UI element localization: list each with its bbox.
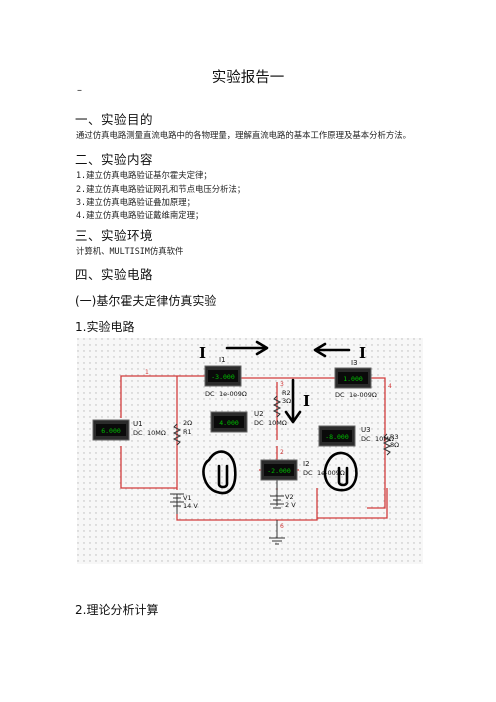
svg-text:DC: DC — [361, 435, 371, 443]
subitem-circuit: 1.实验电路 — [75, 320, 135, 334]
handwritten-label: I — [303, 392, 310, 410]
r3-label: R3 — [390, 433, 399, 441]
meter-u1: 6.000 U1 DC 10MΩ — [92, 419, 166, 441]
env-heading: 三、实验环境 — [75, 228, 154, 243]
node-label: 3 — [280, 381, 284, 388]
v1-label: V1 — [183, 494, 192, 502]
svg-text:1e-009Ω: 1e-009Ω — [219, 390, 247, 398]
svg-text:U1: U1 — [133, 420, 143, 428]
handwritten-annotations — [202, 340, 358, 495]
svg-text:6.000: 6.000 — [101, 427, 121, 435]
purpose-heading: 一、实验目的 — [75, 112, 154, 127]
svg-text:DC: DC — [133, 429, 143, 437]
svg-text:1e-009Ω: 1e-009Ω — [317, 469, 345, 477]
handwritten-label: I — [199, 344, 206, 362]
handwritten-label: I — [359, 344, 366, 362]
node-label: 4 — [388, 383, 392, 390]
dash-mark: – — [77, 85, 82, 96]
svg-text:I1: I1 — [219, 356, 226, 364]
circuit-heading: 四、实验电路 — [75, 267, 154, 282]
ground-symbol — [269, 537, 285, 545]
svg-text:I3: I3 — [351, 359, 358, 367]
subitem-analysis: 2.理论分析计算 — [75, 603, 159, 617]
content-item: 4.建立仿真电路验证戴维南定理； — [76, 210, 204, 220]
r3-value: 8Ω — [390, 441, 399, 449]
resistor-r2 — [272, 395, 282, 418]
svg-text:-8.000: -8.000 — [325, 433, 349, 441]
kirchhoff-subheading: (一)基尔霍夫定律仿真实验 — [75, 294, 217, 308]
v2-value: 2 V — [285, 501, 296, 509]
svg-text:DC: DC — [303, 469, 313, 477]
svg-text:1e-009Ω: 1e-009Ω — [349, 391, 377, 399]
resistor-r1 — [172, 423, 182, 446]
resistor-r3 — [382, 433, 392, 456]
r2-value: 3Ω — [282, 397, 291, 405]
svg-text:-3.000: -3.000 — [211, 373, 235, 381]
meter-u3: -8.000 U3 DC 10MΩ — [318, 425, 394, 447]
svg-text:10MΩ: 10MΩ — [147, 429, 166, 437]
r2-label: R2 — [282, 389, 291, 397]
svg-text:DC: DC — [205, 390, 215, 398]
v1-value: 14 V — [183, 502, 198, 510]
content-item: 2.建立仿真电路验证网孔和节点电压分析法； — [76, 184, 246, 194]
svg-text:1.000: 1.000 — [343, 375, 363, 383]
svg-text:DC: DC — [254, 419, 264, 427]
meter-u2: 4.000 U2 DC 10MΩ — [210, 410, 287, 433]
env-text: 计算机、MULTISIM仿真软件 — [76, 246, 184, 256]
svg-text:-2.000: -2.000 — [267, 467, 291, 475]
svg-text:I2: I2 — [303, 460, 310, 468]
content-item: 1.建立仿真电路验证基尔霍夫定律； — [76, 170, 212, 180]
svg-text:4.000: 4.000 — [219, 419, 239, 427]
svg-text:U3: U3 — [361, 426, 371, 434]
svg-text:10MΩ: 10MΩ — [268, 419, 287, 427]
node-label: 1 — [145, 369, 149, 376]
v2-label: V2 — [285, 493, 294, 501]
purpose-text: 通过仿真电路测量直流电路中的各物理量，理解直流电路的基本工作原理及基本分析方法。 — [76, 130, 411, 140]
node-label: 6 — [280, 523, 284, 530]
svg-text:DC: DC — [335, 391, 345, 399]
svg-text:U2: U2 — [254, 410, 264, 418]
node-label: 2 — [280, 449, 284, 456]
battery-v2 — [270, 495, 284, 509]
report-title: 实验报告一 — [211, 70, 285, 86]
circuit-diagram: -3.000 I1 DC 1e-009Ω 1.000 I3 DC 1e-009Ω… — [77, 338, 423, 564]
content-item: 3.建立仿真电路验证叠加原理； — [76, 197, 195, 207]
meter-i3: 1.000 I3 DC 1e-009Ω — [334, 359, 377, 399]
battery-v1 — [170, 493, 184, 507]
meter-i2: -2.000 I2 DC 1e-009Ω — [260, 459, 345, 481]
r1-value: 2Ω — [183, 419, 192, 427]
r1-label: R1 — [183, 428, 192, 436]
svg-text:10MΩ: 10MΩ — [375, 435, 394, 443]
content-heading: 二、实验内容 — [75, 152, 154, 167]
meter-i1: -3.000 I1 DC 1e-009Ω — [204, 356, 247, 398]
